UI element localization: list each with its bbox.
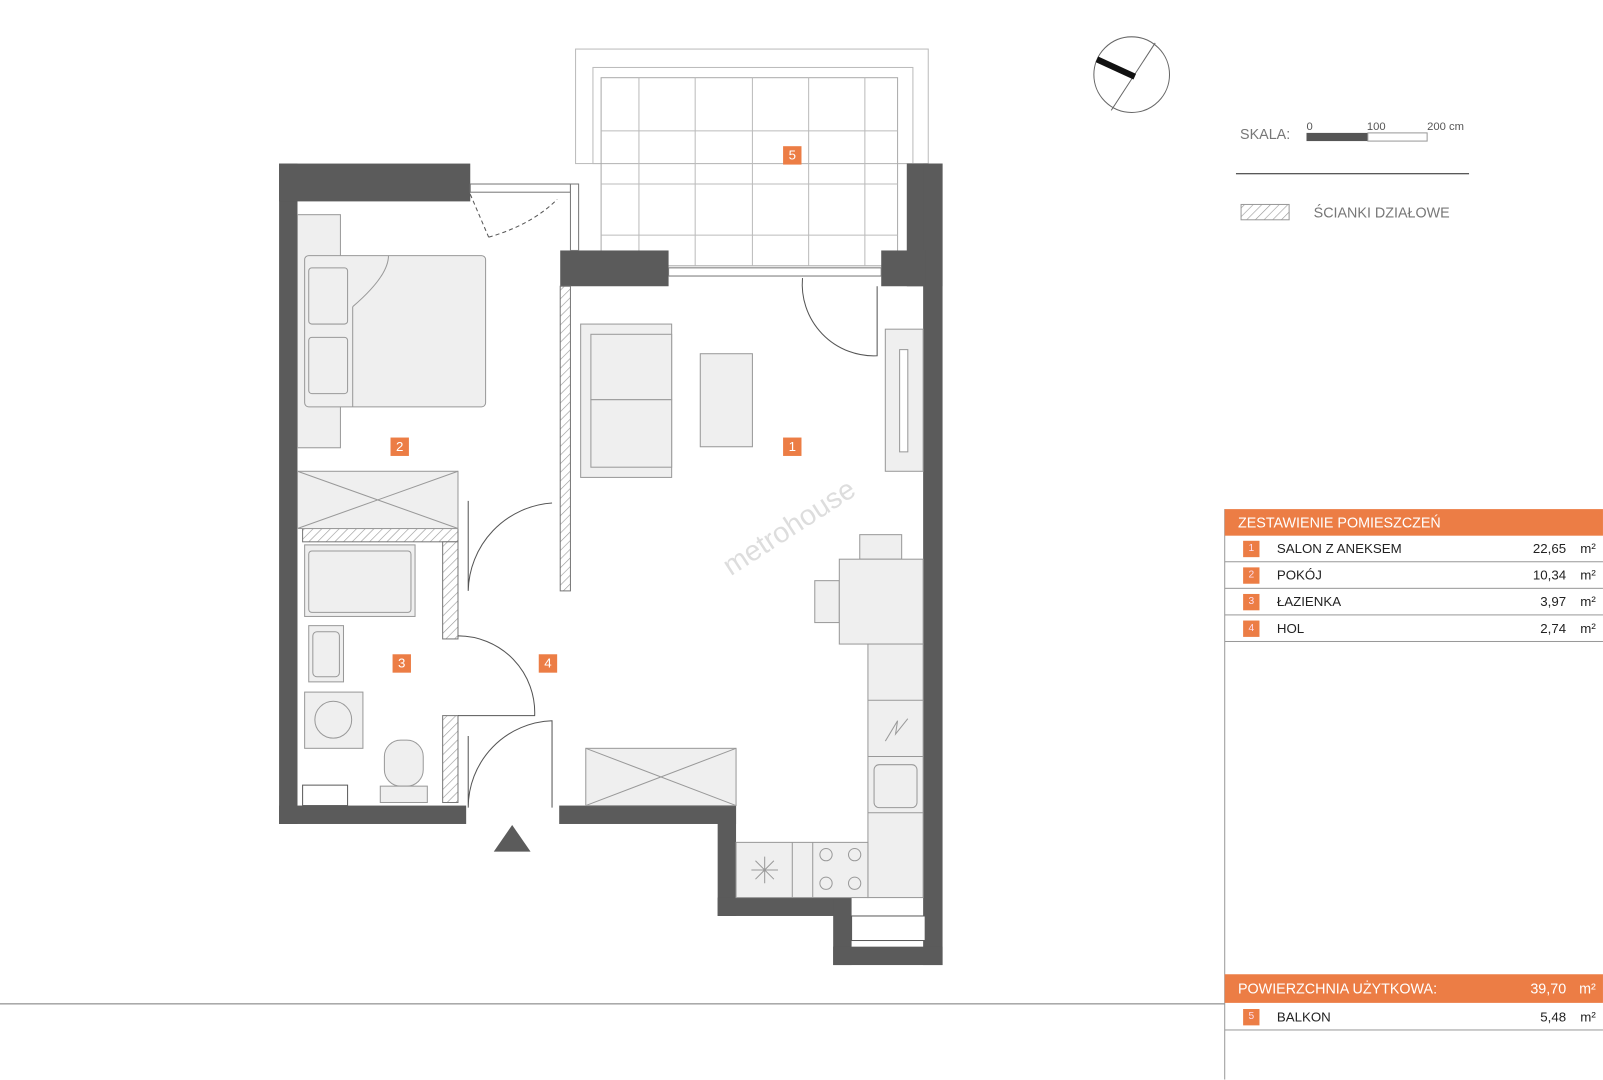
row-unit: m² xyxy=(1580,1009,1596,1025)
compass-icon xyxy=(1093,36,1171,113)
partition-label: ŚCIANKI DZIAŁOWE xyxy=(1313,204,1450,221)
row-area: 2,74 xyxy=(1540,620,1567,636)
toilet xyxy=(383,739,424,787)
row-name: ŁAZIENKA xyxy=(1276,593,1342,610)
row-unit: m² xyxy=(1580,593,1596,610)
scale-tick: 200 cm xyxy=(1427,120,1465,133)
row-area: 10,34 xyxy=(1532,567,1567,583)
room-label-1: 1 xyxy=(783,437,802,456)
table-row: 1 SALON Z ANEKSEM 22,65 m² xyxy=(1224,536,1603,563)
table-header: ZESTAWIENIE POMIESZCZEŃ xyxy=(1224,509,1603,536)
scale-bar xyxy=(1306,132,1428,142)
exterior-walls xyxy=(279,163,943,966)
room-label-4: 4 xyxy=(538,654,558,673)
row-name: SALON Z ANEKSEM xyxy=(1276,540,1402,557)
row-area: 22,65 xyxy=(1532,540,1567,557)
row-number: 2 xyxy=(1243,567,1260,584)
row-number: 5 xyxy=(1243,1009,1260,1026)
bed xyxy=(304,255,487,408)
furniture xyxy=(296,214,924,899)
total-unit: m² xyxy=(1579,980,1596,997)
windows xyxy=(469,183,882,277)
row-unit: m² xyxy=(1580,540,1596,557)
total-label: POWIERZCHNIA UŻYTKOWA: xyxy=(1238,980,1438,997)
chair xyxy=(859,534,903,560)
total-area: 39,70 xyxy=(1530,980,1567,997)
row-name: POKÓJ xyxy=(1276,567,1322,583)
row-number: 3 xyxy=(1243,593,1260,611)
table-row: 3 ŁAZIENKA 3,97 m² xyxy=(1224,589,1603,616)
row-unit: m² xyxy=(1580,567,1596,583)
table-row: 2 POKÓJ 10,34 m² xyxy=(1224,562,1603,589)
row-area: 3,97 xyxy=(1540,593,1567,610)
table-row: 4 HOL 2,74 m² xyxy=(1224,615,1603,643)
doors xyxy=(457,194,878,808)
dining-table xyxy=(838,558,924,645)
partition-walls xyxy=(302,285,571,804)
scale-label: SKALA: xyxy=(1240,125,1291,143)
row-area: 5,48 xyxy=(1540,1009,1567,1025)
scale-tick: 100 xyxy=(1366,120,1386,133)
row-name: HOL xyxy=(1276,620,1305,636)
row-number: 4 xyxy=(1243,620,1260,637)
row-name: BALKON xyxy=(1276,1009,1331,1025)
total-area-header: POWIERZCHNIA UŻYTKOWA: 39,70 m² xyxy=(1224,974,1603,1003)
room-label-3: 3 xyxy=(392,654,411,673)
coffee-table xyxy=(699,353,753,448)
entrance-marker-icon xyxy=(493,824,531,852)
room-label-5: 5 xyxy=(783,146,802,165)
table-row-balcony: 5 BALKON 5,48 m² xyxy=(1224,1004,1603,1031)
table-title: ZESTAWIENIE POMIESZCZEŃ xyxy=(1238,514,1441,531)
room-label-2: 2 xyxy=(390,437,409,456)
kitchen-sink xyxy=(873,764,918,809)
row-number: 1 xyxy=(1243,540,1260,558)
balcony xyxy=(575,48,929,267)
chair xyxy=(814,580,840,624)
partition-swatch-icon xyxy=(1240,203,1290,221)
row-unit: m² xyxy=(1580,620,1596,636)
scale-tick: 0 xyxy=(1306,120,1313,133)
